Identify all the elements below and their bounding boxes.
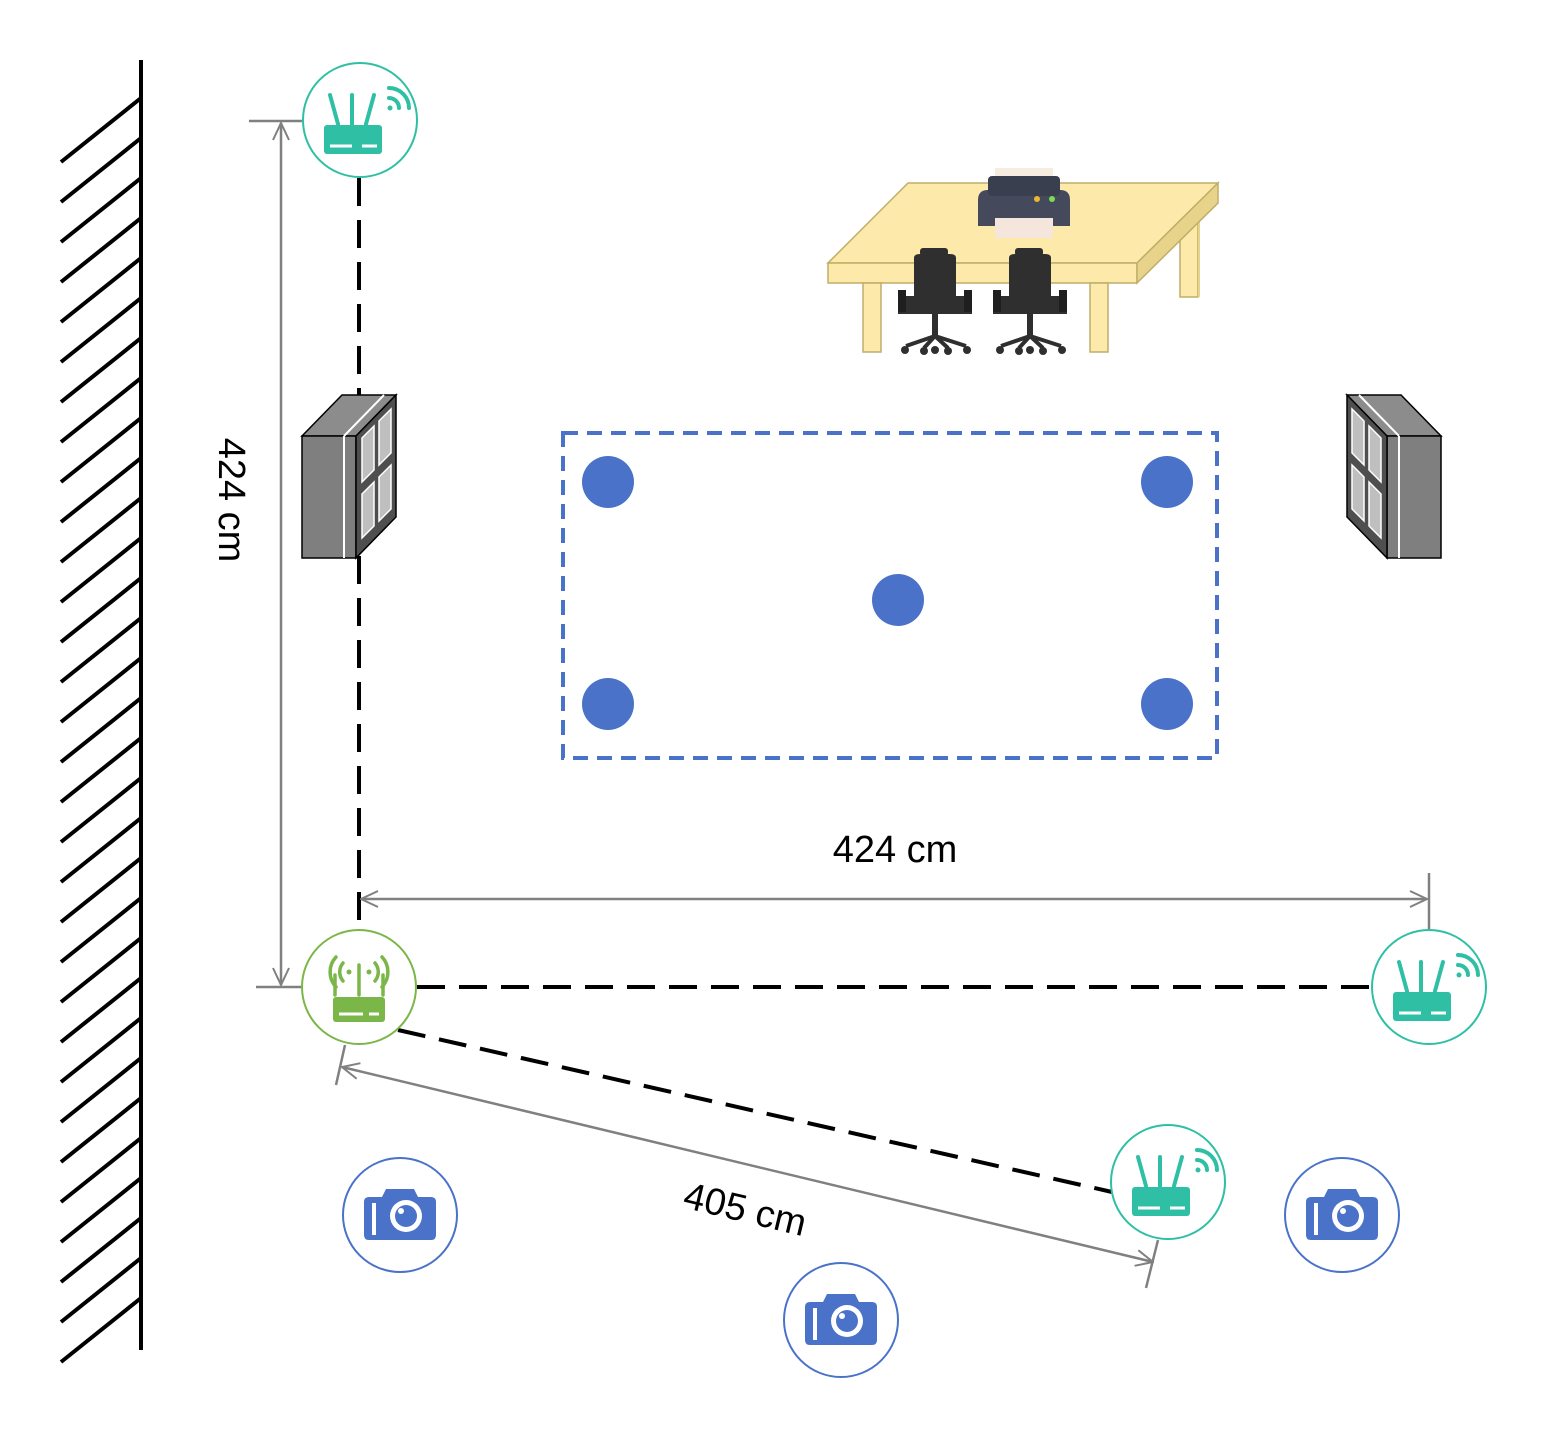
wall-hatch-line <box>59 376 143 444</box>
camera-icon <box>342 1157 458 1273</box>
test-area <box>561 431 1219 760</box>
test-point <box>1141 678 1193 730</box>
wall-hatch-line <box>59 976 143 1044</box>
test-point <box>582 678 634 730</box>
wall-hatch-line <box>59 576 143 644</box>
wall-hatch-line <box>59 136 143 204</box>
wall-hatch-line <box>59 776 143 844</box>
wifi-router-icon <box>1370 928 1488 1046</box>
printer-icon <box>978 168 1070 238</box>
wall-hatch-line <box>59 616 143 684</box>
cabinet-icon <box>1345 393 1443 560</box>
wifi-router-icon <box>1109 1123 1227 1241</box>
wall-hatch-line <box>59 96 143 164</box>
cabinet-icon <box>300 393 398 560</box>
wall-hatch-line <box>59 336 143 404</box>
wall-hatch-line <box>59 656 143 724</box>
dimension-label-vertical: 424 cm <box>210 438 252 563</box>
test-point <box>872 574 924 626</box>
test-point <box>1141 456 1193 508</box>
link-line-diagonal <box>397 1028 1113 1194</box>
wall-hatch-line <box>59 1136 143 1204</box>
wall-hatch-line <box>59 536 143 604</box>
wall-hatch-line <box>59 176 143 244</box>
test-point <box>582 456 634 508</box>
dimension-horizontal <box>361 873 1431 930</box>
wall-hatch-line <box>59 256 143 324</box>
wall-hatch-line <box>59 736 143 804</box>
wall-hatch-line <box>59 296 143 364</box>
test-area-boundary <box>561 431 1219 760</box>
wall-hatch-line <box>59 1256 143 1324</box>
camera-icon <box>783 1262 899 1378</box>
wall-hatch-line <box>59 216 143 284</box>
wifi-router-icon <box>301 61 419 179</box>
camera-icon <box>1284 1157 1400 1273</box>
dimension-vertical <box>249 119 302 989</box>
wall-hatch-line <box>59 1056 143 1124</box>
wall-hatch-line <box>59 1176 143 1244</box>
dimension-label-horizontal: 424 cm <box>833 829 958 871</box>
wall <box>59 60 143 1364</box>
dimension-diagonal <box>334 1044 1160 1289</box>
wall-hatch-line <box>59 696 143 764</box>
wall-hatch-line <box>59 816 143 884</box>
wall-hatch-line <box>59 496 143 564</box>
wall-hatch-line <box>59 1216 143 1284</box>
wall-hatch-line <box>59 856 143 924</box>
antenna-router-icon <box>300 928 418 1046</box>
desk-icon <box>826 181 1220 353</box>
wall-hatch-line <box>59 416 143 484</box>
wall-hatch-line <box>59 1296 143 1364</box>
dimension-label-diagonal: 405 cm <box>680 1175 811 1245</box>
wall-hatch-line <box>59 1096 143 1164</box>
wall-hatch-line <box>59 936 143 1004</box>
wall-hatch-line <box>59 456 143 524</box>
wall-hatch-line <box>59 896 143 964</box>
wall-hatch-line <box>59 1016 143 1084</box>
